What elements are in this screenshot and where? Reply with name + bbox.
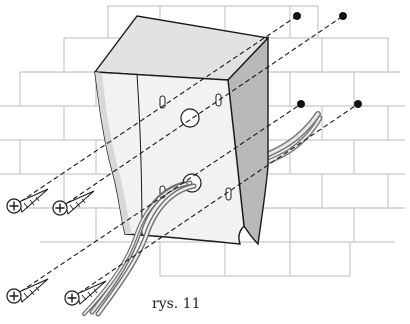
mounting-slot [225, 187, 232, 201]
cable-bottom [82, 180, 197, 317]
screw-icon [52, 190, 95, 216]
box-fold-line [136, 73, 143, 237]
screw-icon [64, 280, 107, 306]
screw-icon [6, 188, 49, 214]
mounting-slot [215, 93, 222, 107]
anchor-dot [297, 100, 305, 108]
mounting-box [93, 15, 270, 246]
anchor-dot [339, 12, 347, 20]
anchor-dot [354, 100, 362, 108]
screws [6, 188, 107, 306]
screw-icon [6, 278, 49, 304]
box-side-face [227, 36, 269, 246]
anchor-dot [293, 12, 301, 20]
anchor-dots [293, 12, 362, 108]
cable-hole-top [180, 108, 200, 128]
figure-caption: rys. 11 [152, 296, 201, 312]
dashed-guide-lines [13, 15, 359, 299]
